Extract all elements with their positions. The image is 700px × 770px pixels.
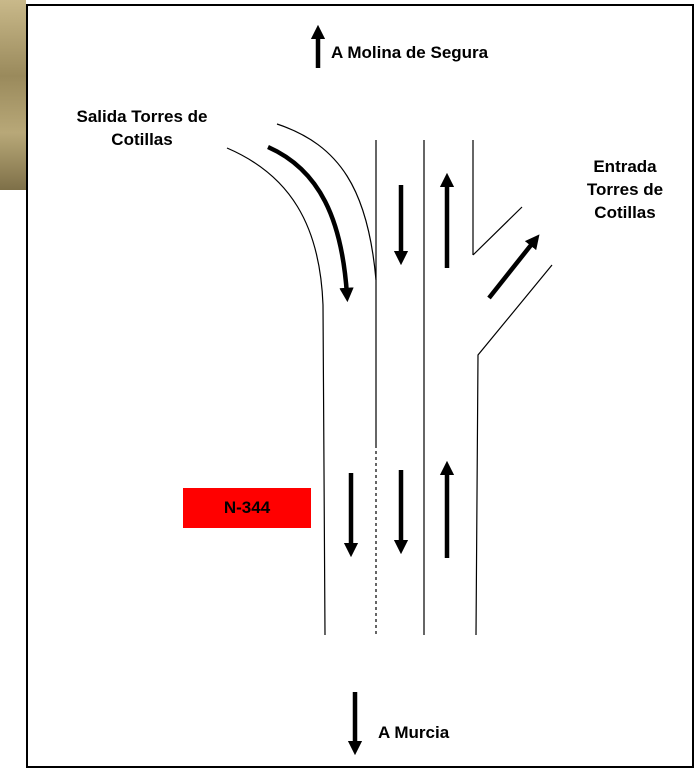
entry-label-line2: Torres de bbox=[586, 180, 664, 199]
exit-ramp-outer-edge bbox=[226, 147, 326, 636]
north-destination-label: A Molina de Segura bbox=[331, 43, 489, 62]
south-destination-label: A Murcia bbox=[378, 723, 450, 742]
exit-label-line2: Cotillas bbox=[111, 130, 173, 149]
entry-ramp-arrow bbox=[487, 234, 540, 300]
exit-ramp-arrow bbox=[267, 144, 354, 303]
entry-label-line1: Entrada bbox=[593, 157, 657, 176]
entry-ramp-lower-edge bbox=[475, 264, 553, 636]
exit-ramp-inner-edge bbox=[276, 123, 377, 281]
entry-ramp-label: Entrada Torres de Cotillas bbox=[570, 155, 680, 224]
entry-label-line3: Cotillas bbox=[594, 203, 656, 222]
exit-label-line1: Salida Torres de bbox=[76, 107, 208, 126]
entry-ramp-upper-edge bbox=[472, 206, 523, 256]
road-number-badge: N-344 bbox=[183, 488, 311, 528]
exit-ramp-label: Salida Torres de Cotillas bbox=[52, 105, 232, 151]
diagram-frame bbox=[26, 4, 694, 768]
background-photo-strip bbox=[0, 0, 26, 190]
